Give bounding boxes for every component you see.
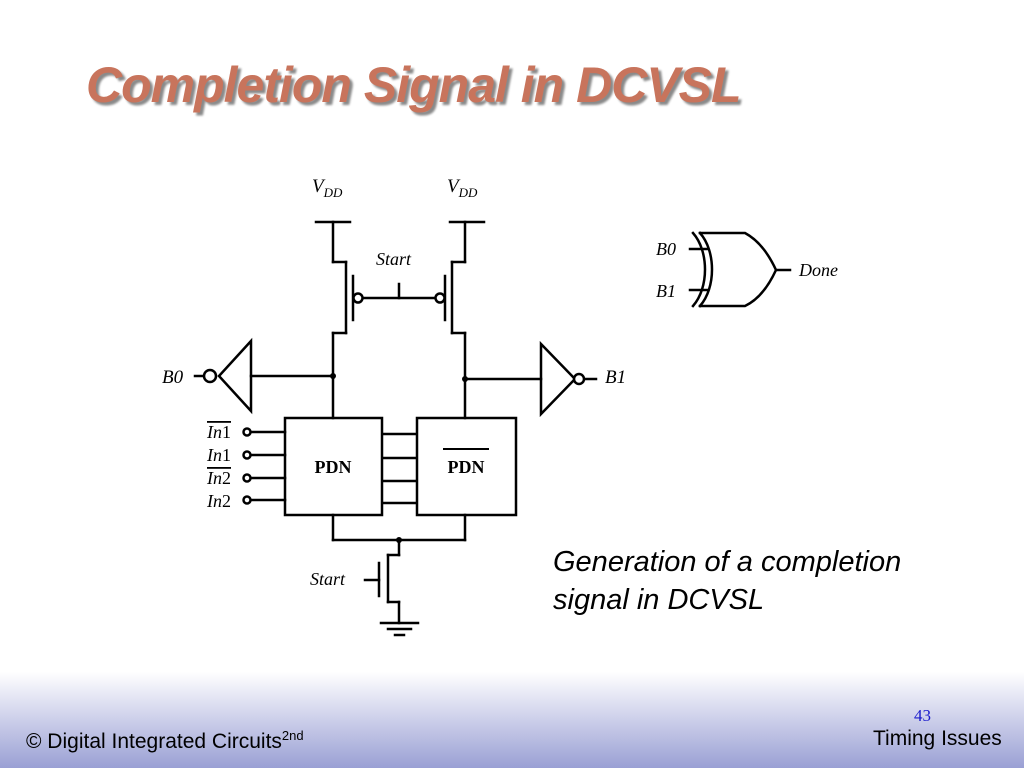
done-output-label: Done bbox=[798, 260, 838, 280]
figure-caption: Generation of a completion signal in DCV… bbox=[553, 543, 993, 619]
start-bottom-label: Start bbox=[310, 569, 346, 589]
gate-input-b0-label: B0 bbox=[656, 239, 676, 259]
slide-title: Completion Signal in DCVSL bbox=[86, 57, 742, 113]
output-b1-label: B1 bbox=[605, 367, 626, 388]
start-top-label: Start bbox=[376, 249, 412, 269]
edition-superscript: 2nd bbox=[281, 728, 304, 743]
pdn-left-label: PDN bbox=[315, 457, 352, 477]
input-in1-bar-label: In1 bbox=[206, 422, 231, 442]
page-number: 43 bbox=[914, 706, 931, 725]
output-b0-label: B0 bbox=[162, 367, 184, 388]
vdd-right-label: VDD bbox=[447, 176, 478, 200]
caption-line-1: Generation of a completion bbox=[553, 546, 902, 578]
dcvsl-circuit-diagram: VDD VDD Start Start PDN PDN B0 B1 In1 In… bbox=[162, 176, 838, 637]
input-in2-bar-label: In2 bbox=[206, 468, 231, 488]
section-name: Timing Issues bbox=[873, 727, 1002, 750]
pdn-right-label: PDN bbox=[448, 457, 485, 477]
footer-band bbox=[0, 672, 1024, 768]
input-in2-label: In2 bbox=[206, 491, 231, 511]
gate-input-b1-label: B1 bbox=[656, 281, 676, 301]
copyright-notice: © Digital Integrated Circuits2nd bbox=[26, 728, 304, 753]
caption-line-2: signal in DCVSL bbox=[553, 584, 765, 616]
vdd-left-label: VDD bbox=[312, 176, 343, 200]
input-in1-label: In1 bbox=[206, 445, 231, 465]
